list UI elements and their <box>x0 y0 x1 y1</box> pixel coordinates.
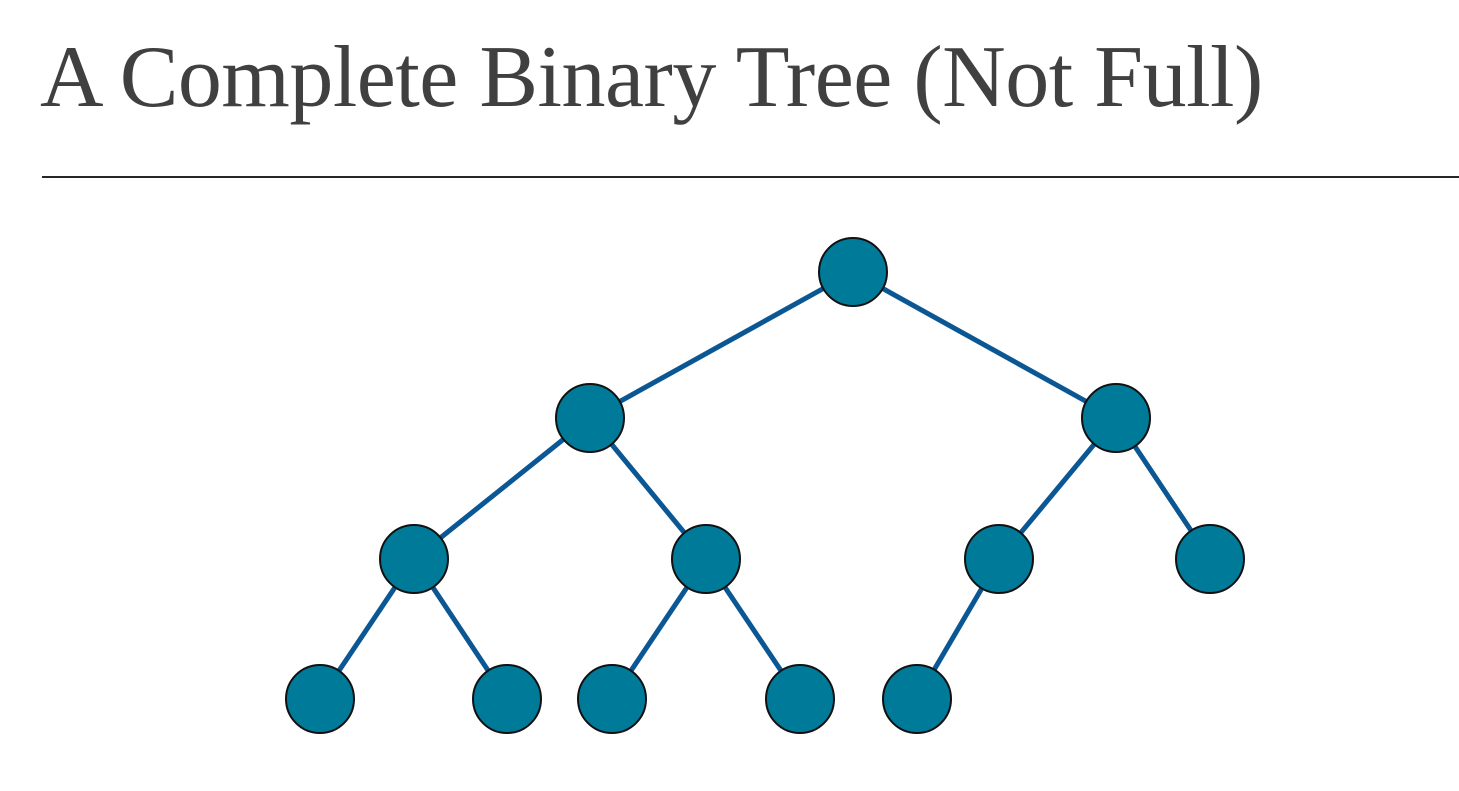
tree-edge-n1-n2 <box>587 269 856 421</box>
tree-edge-n1-n3 <box>850 269 1119 421</box>
tree-nodes <box>285 237 1245 734</box>
tree-node-n7 <box>1175 524 1245 594</box>
tree-node-n4 <box>379 524 449 594</box>
tree-node-n6 <box>964 524 1034 594</box>
title-divider <box>42 176 1459 178</box>
tree-node-n12 <box>882 664 952 734</box>
tree-node-n2 <box>555 383 625 453</box>
tree-node-n5 <box>671 524 741 594</box>
tree-node-n3 <box>1081 383 1151 453</box>
tree-edges <box>317 269 1213 702</box>
tree-node-n8 <box>285 664 355 734</box>
tree-node-n11 <box>765 664 835 734</box>
tree-node-n1 <box>818 237 888 307</box>
slide-title: A Complete Binary Tree (Not Full) <box>40 29 1263 126</box>
tree-edge-n2-n4 <box>411 415 593 562</box>
tree-node-n10 <box>577 664 647 734</box>
tree-node-n9 <box>472 664 542 734</box>
